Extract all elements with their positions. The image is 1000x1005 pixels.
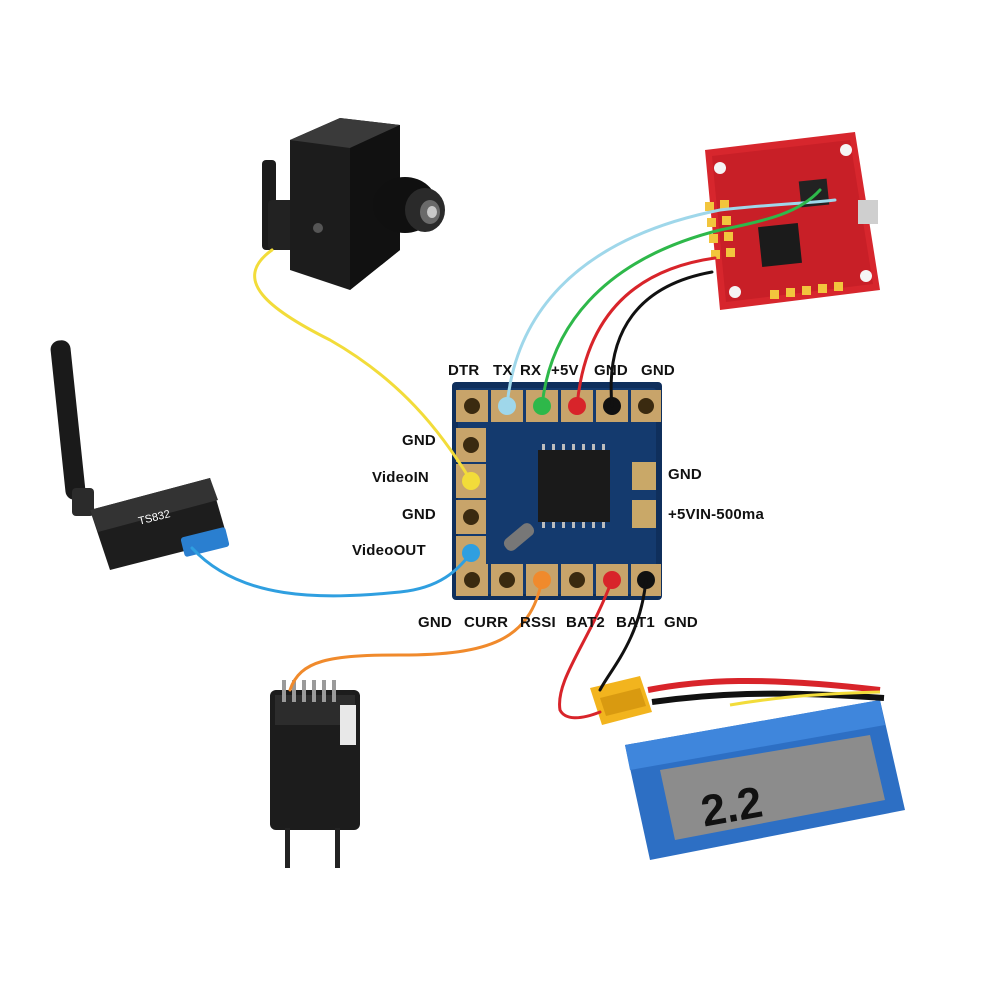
label-video-in: VideoIN [372,469,429,486]
label-vin: +5VIN-500ma [668,506,765,523]
wire-video-out [190,546,473,598]
label-dtr: DTR [448,362,480,379]
wire-rssi [288,578,544,692]
wire-gnd-bottom [598,578,648,692]
label-rx: RX [520,362,542,379]
label-gnd-bottom-2: GND [664,614,698,631]
label-tx: TX [493,362,513,379]
wire-gnd-top [609,270,714,408]
label-bat1: BAT1 [616,614,655,631]
wires [190,188,837,720]
osd-pad-gnd-right [632,462,656,490]
receiver-image [270,680,360,868]
wire-rx [540,188,822,408]
wire-5v [575,256,717,408]
label-curr: CURR [464,614,509,631]
label-video-out: VideoOUT [352,542,426,559]
battery-capacity-label: 2.2 [697,778,766,837]
wire-video-in [253,248,473,483]
wire-tx [505,198,837,408]
camera-image [262,118,445,290]
flight-controller-image [705,132,880,310]
osd-mcu-chip [538,450,610,522]
label-gnd-top-2: GND [641,362,675,379]
osd-left-header [456,428,486,570]
label-gnd-left-2: GND [402,506,436,523]
label-gnd-bottom-1: GND [418,614,452,631]
video-transmitter-image: TS832 [50,340,230,570]
label-rssi: RSSI [520,614,556,631]
osd-pad-vin-right [632,500,656,528]
wire-bat1 [558,578,614,720]
battery-image: 2.2 [590,676,905,860]
label-gnd-right: GND [668,466,702,483]
osd-board [452,382,662,600]
label-gnd-top-1: GND [594,362,628,379]
label-5v: +5V [551,362,579,379]
label-gnd-left-1: GND [402,432,436,449]
label-bat2: BAT2 [566,614,605,631]
